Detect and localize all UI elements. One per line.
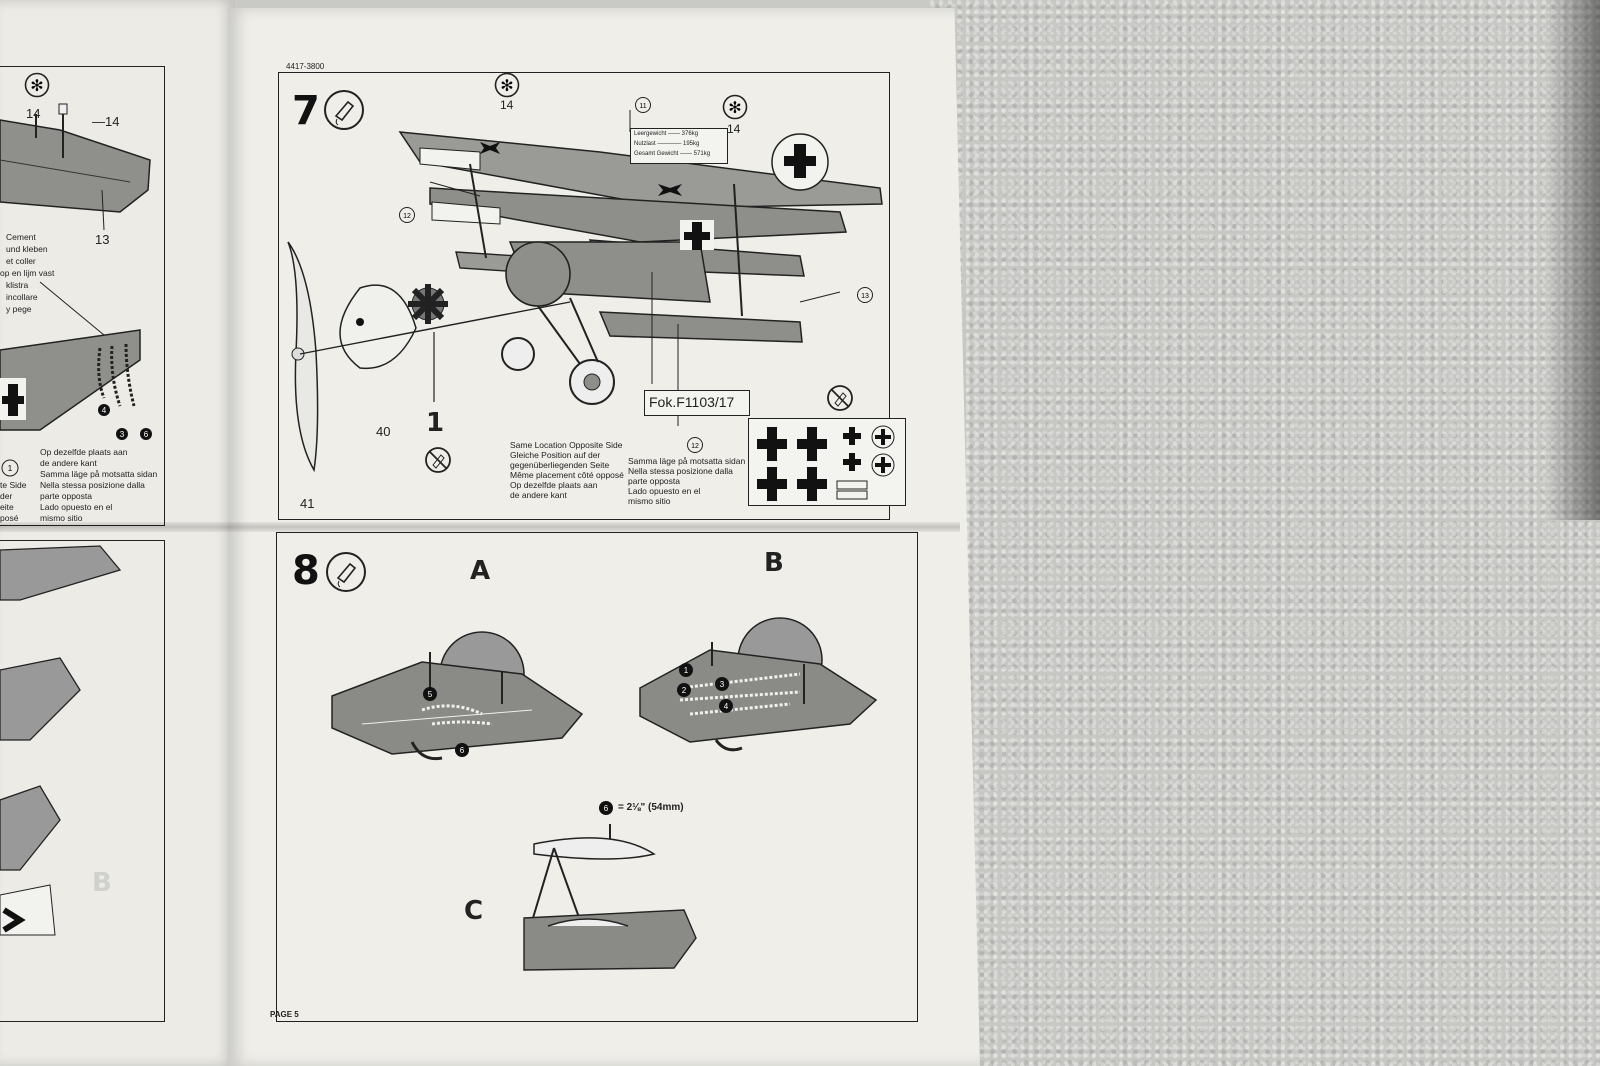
- registration-plate: Fok.F1103/17: [644, 390, 750, 416]
- wing-drawing: [0, 103, 151, 231]
- svg-text:4: 4: [724, 702, 729, 711]
- svg-text:3: 3: [720, 680, 725, 689]
- part-number: 41: [300, 496, 315, 511]
- step-7-number: 7: [292, 88, 320, 134]
- svg-text:✻: ✻: [728, 98, 741, 117]
- svg-text:6: 6: [144, 430, 149, 439]
- asterisk-icon: ✻: [722, 94, 748, 120]
- svg-text:12: 12: [403, 213, 411, 220]
- cockpit-rigging-view-b: 1 2 3 4: [639, 617, 878, 752]
- view-label-c: C: [464, 896, 484, 926]
- callout-12-icon: 12: [398, 206, 416, 224]
- part-number: 14: [727, 122, 741, 136]
- towel-background: [930, 0, 1600, 1066]
- decal-sheet: [748, 418, 906, 506]
- cabane-strut-view-c: [523, 824, 697, 971]
- svg-text:5: 5: [428, 690, 433, 699]
- left-step-frame-lower: [0, 540, 165, 1022]
- weight-table: Leergewicht —— 376kg Nutzlast ———— 195kg…: [630, 128, 728, 164]
- wing-assembly-drawings: [0, 545, 122, 936]
- document-code: 4417-3800: [286, 62, 325, 71]
- step-8-number: 8: [292, 548, 320, 594]
- svg-text:3: 3: [120, 430, 125, 439]
- asterisk-icon: ✻: [24, 72, 50, 98]
- svg-text:1: 1: [8, 464, 13, 473]
- svg-text:4: 4: [102, 406, 107, 415]
- page-label: PAGE 5: [270, 1010, 299, 1019]
- callout-13-icon: 13: [856, 286, 874, 304]
- no-glue-icon: [424, 446, 452, 474]
- triplane-drawing: [287, 110, 883, 473]
- callout-1-icon: 1: [0, 458, 20, 478]
- part-number: 1: [426, 408, 445, 438]
- svg-text:✻: ✻: [30, 76, 43, 95]
- svg-text:6: 6: [604, 804, 609, 813]
- step-8-panel: [276, 532, 918, 1022]
- towel-shadow: [1545, 0, 1600, 520]
- glue-icon: [324, 90, 364, 130]
- svg-text:✻: ✻: [500, 76, 513, 95]
- part-number: —14: [92, 114, 120, 129]
- page-fold: [0, 522, 960, 532]
- part-6-marker: 6: [598, 800, 614, 816]
- cockpit-rigging-view-a: 5 6: [331, 631, 584, 761]
- part-number: 13: [95, 232, 110, 247]
- glue-icon: [326, 552, 366, 592]
- part-number: 14: [500, 98, 514, 112]
- svg-text:1: 1: [684, 666, 689, 675]
- svg-text:11: 11: [639, 103, 646, 110]
- svg-text:12: 12: [691, 443, 699, 450]
- left-page: ✻ 14 —14 13 Cement und kleben et coller …: [0, 0, 235, 1066]
- svg-text:6: 6: [460, 746, 465, 755]
- svg-text:13: 13: [861, 293, 869, 300]
- asterisk-icon: ✻: [494, 72, 520, 98]
- view-label-b: B: [764, 548, 784, 578]
- faded-letter-b: B: [92, 868, 112, 898]
- strut-measurement: = 2⅛" (54mm): [618, 802, 684, 813]
- part-number: 40: [376, 424, 391, 439]
- view-label-a: A: [470, 556, 491, 586]
- step-7-panel: [278, 72, 890, 520]
- svg-text:2: 2: [682, 686, 687, 695]
- fuselage-drawing: 4 3 6: [0, 281, 152, 440]
- callout-11-icon: 11: [634, 96, 652, 114]
- callout-12-icon: 12: [686, 436, 704, 454]
- left-step-frame: [0, 66, 165, 526]
- no-glue-icon: [826, 384, 854, 412]
